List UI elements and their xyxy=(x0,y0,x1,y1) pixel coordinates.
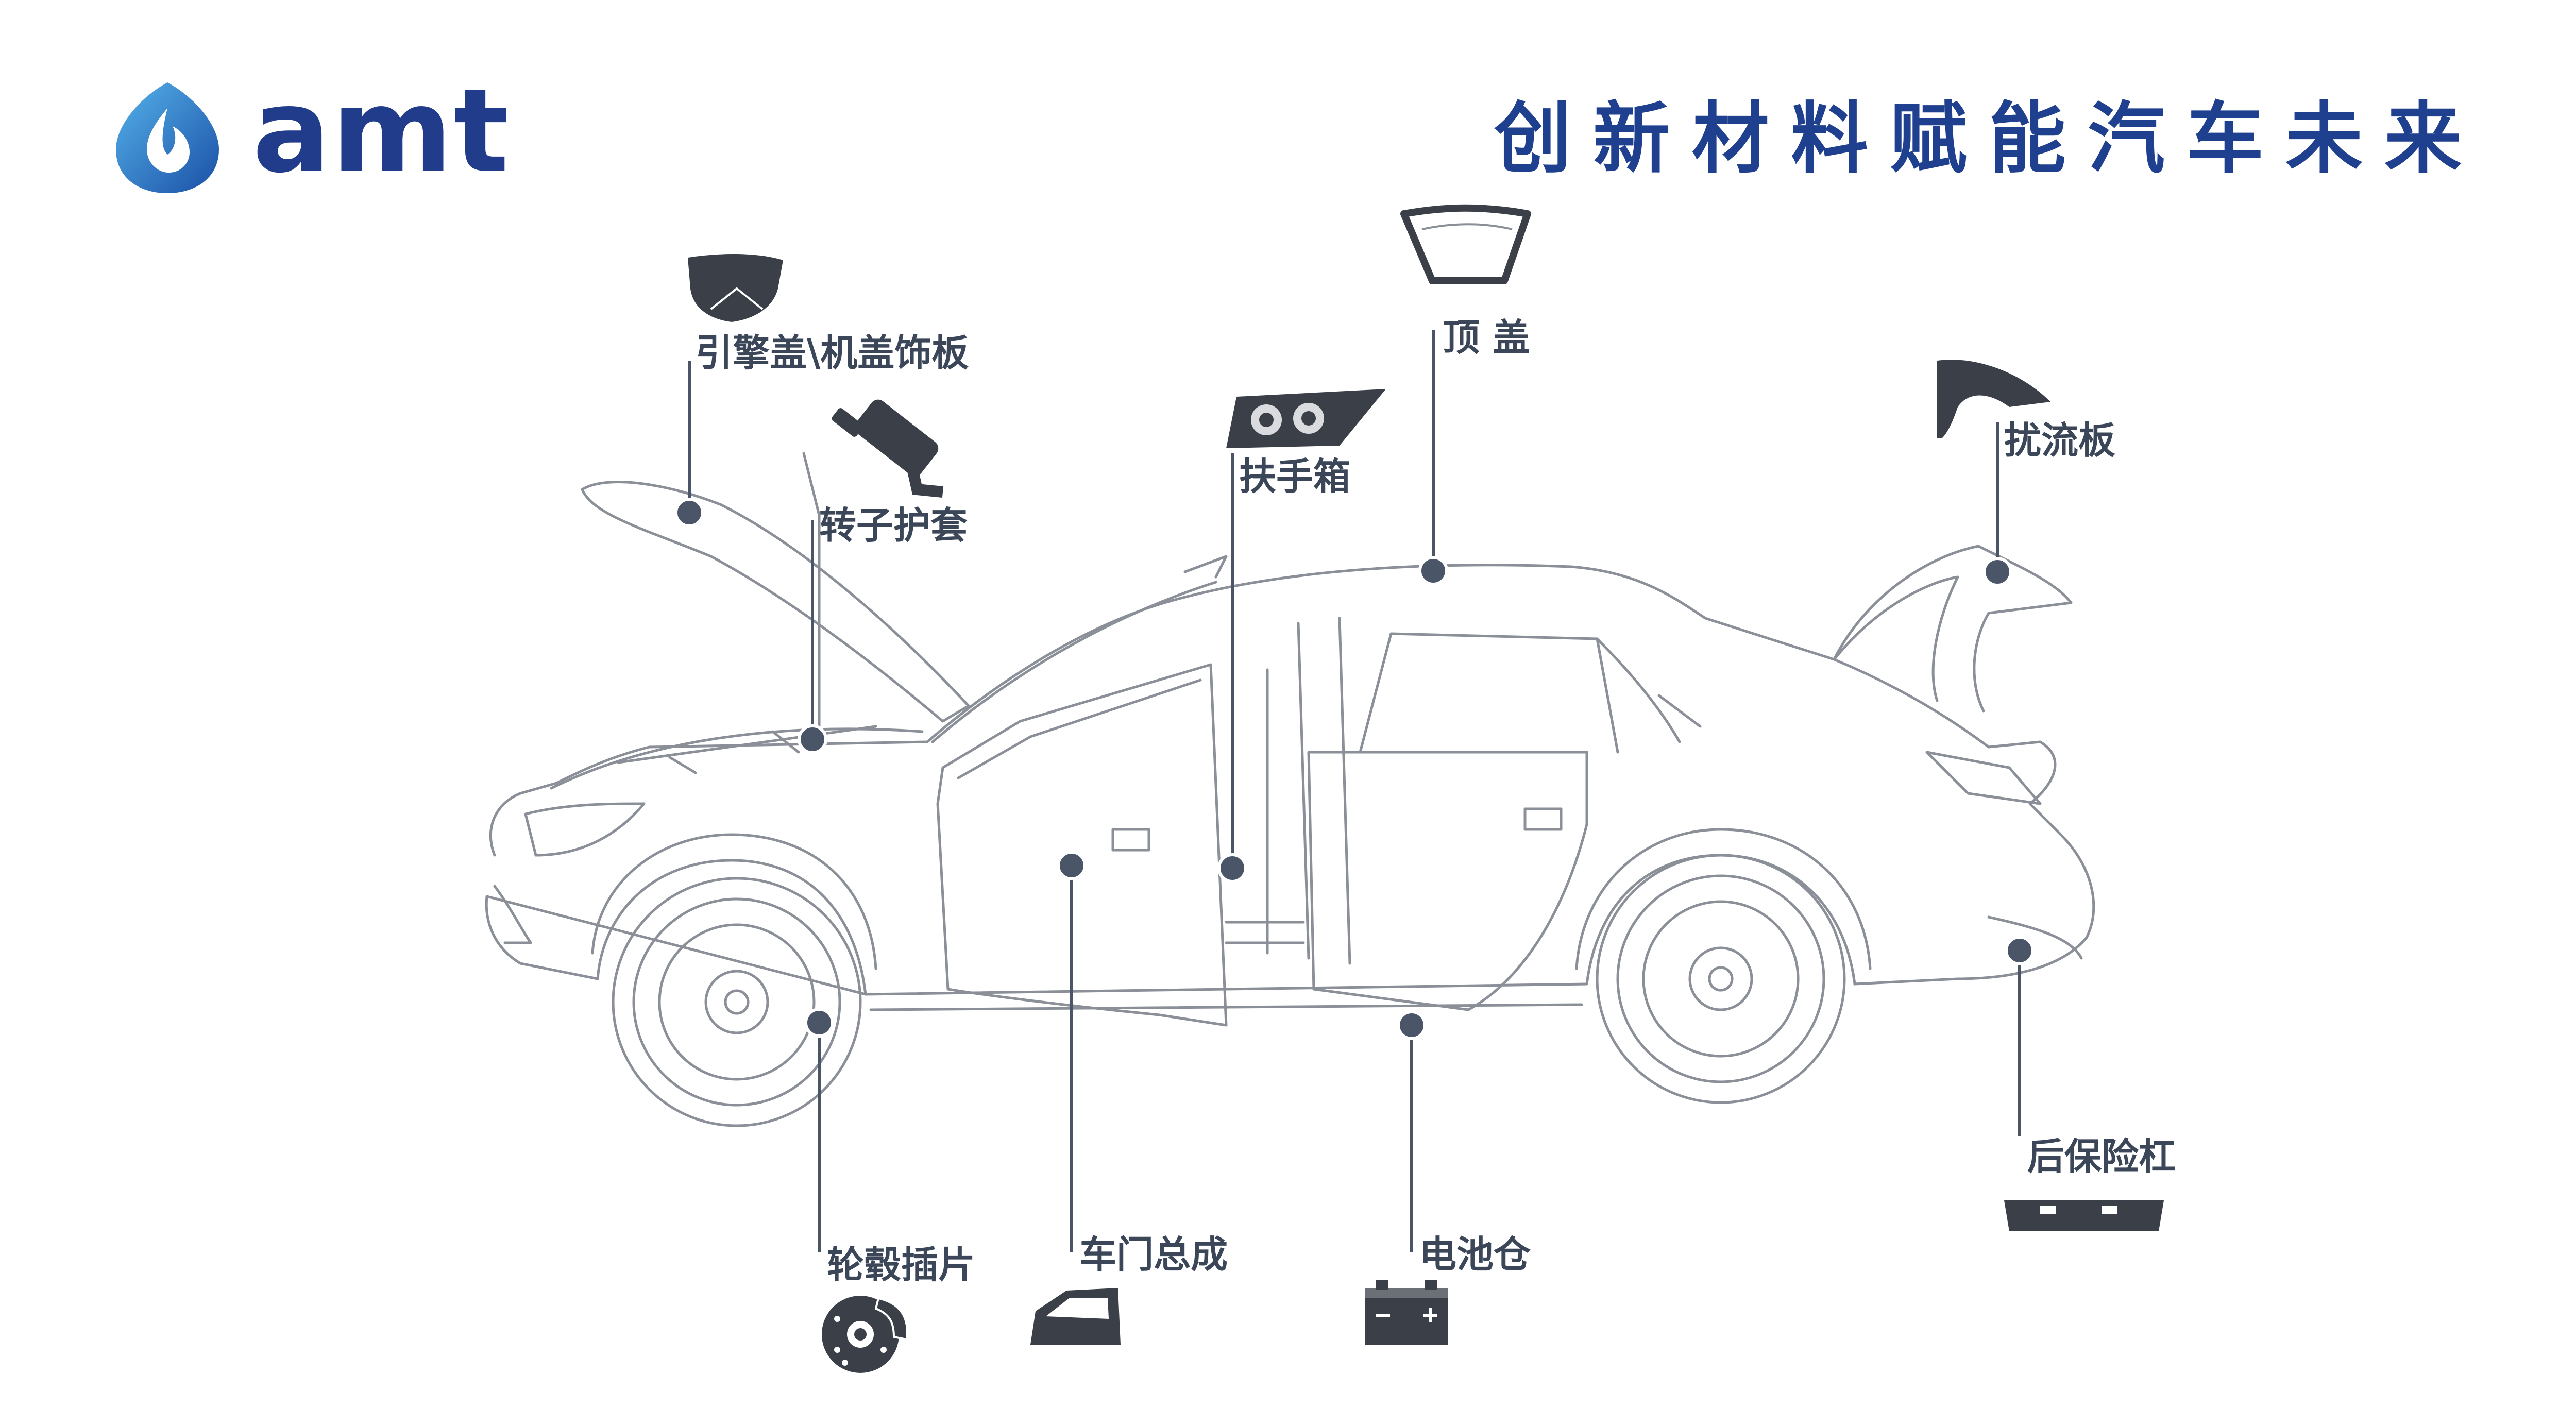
label-hood: 引擎盖\机盖饰板 xyxy=(696,331,969,375)
label-rear-bumper: 后保险杠 xyxy=(2027,1135,2176,1178)
callout-lines xyxy=(688,330,2021,1252)
brake-disc-icon xyxy=(822,1296,908,1373)
hood-icon xyxy=(688,254,783,322)
hood-dot xyxy=(674,498,704,528)
drop-logo-icon xyxy=(116,82,219,193)
spoiler-dot xyxy=(1982,557,2012,587)
rotor-dot xyxy=(798,724,827,754)
brand-name: amt xyxy=(252,64,510,199)
door-dot xyxy=(1057,851,1087,880)
callout-dots xyxy=(674,498,2035,1040)
armrest-box-icon xyxy=(1226,389,1386,448)
slogan-title: 创新材料赋能汽车未来 xyxy=(1494,94,2483,184)
car-illustration xyxy=(485,452,2095,1027)
brand-logo: amt xyxy=(108,72,509,196)
label-battery: 电池仓 xyxy=(1419,1233,1531,1276)
roof-panel-icon xyxy=(1400,204,1531,284)
label-armrest-box: 扶手箱 xyxy=(1239,455,1351,498)
battery-dot xyxy=(1397,1010,1427,1040)
label-wheel-insert: 轮毂插片 xyxy=(827,1243,976,1286)
armrest-dot xyxy=(1217,853,1247,883)
label-roof: 顶 盖 xyxy=(1443,316,1530,359)
rotor-sleeve-icon xyxy=(832,399,944,498)
battery-icon xyxy=(1365,1280,1448,1345)
spoiler-icon xyxy=(1937,360,2050,438)
roof-dot xyxy=(1418,556,1448,586)
door-icon xyxy=(1030,1288,1121,1345)
label-door-assembly: 车门总成 xyxy=(1079,1233,1228,1276)
label-spoiler: 扰流板 xyxy=(2004,419,2116,462)
rear-wheel xyxy=(1596,854,1846,1104)
label-rotor-sleeve: 转子护套 xyxy=(819,504,968,547)
rear-bumper-dot xyxy=(2005,936,2035,965)
wheel-insert-dot xyxy=(804,1008,834,1038)
front-wheel xyxy=(612,877,862,1127)
rear-bumper-icon xyxy=(2004,1200,2164,1231)
